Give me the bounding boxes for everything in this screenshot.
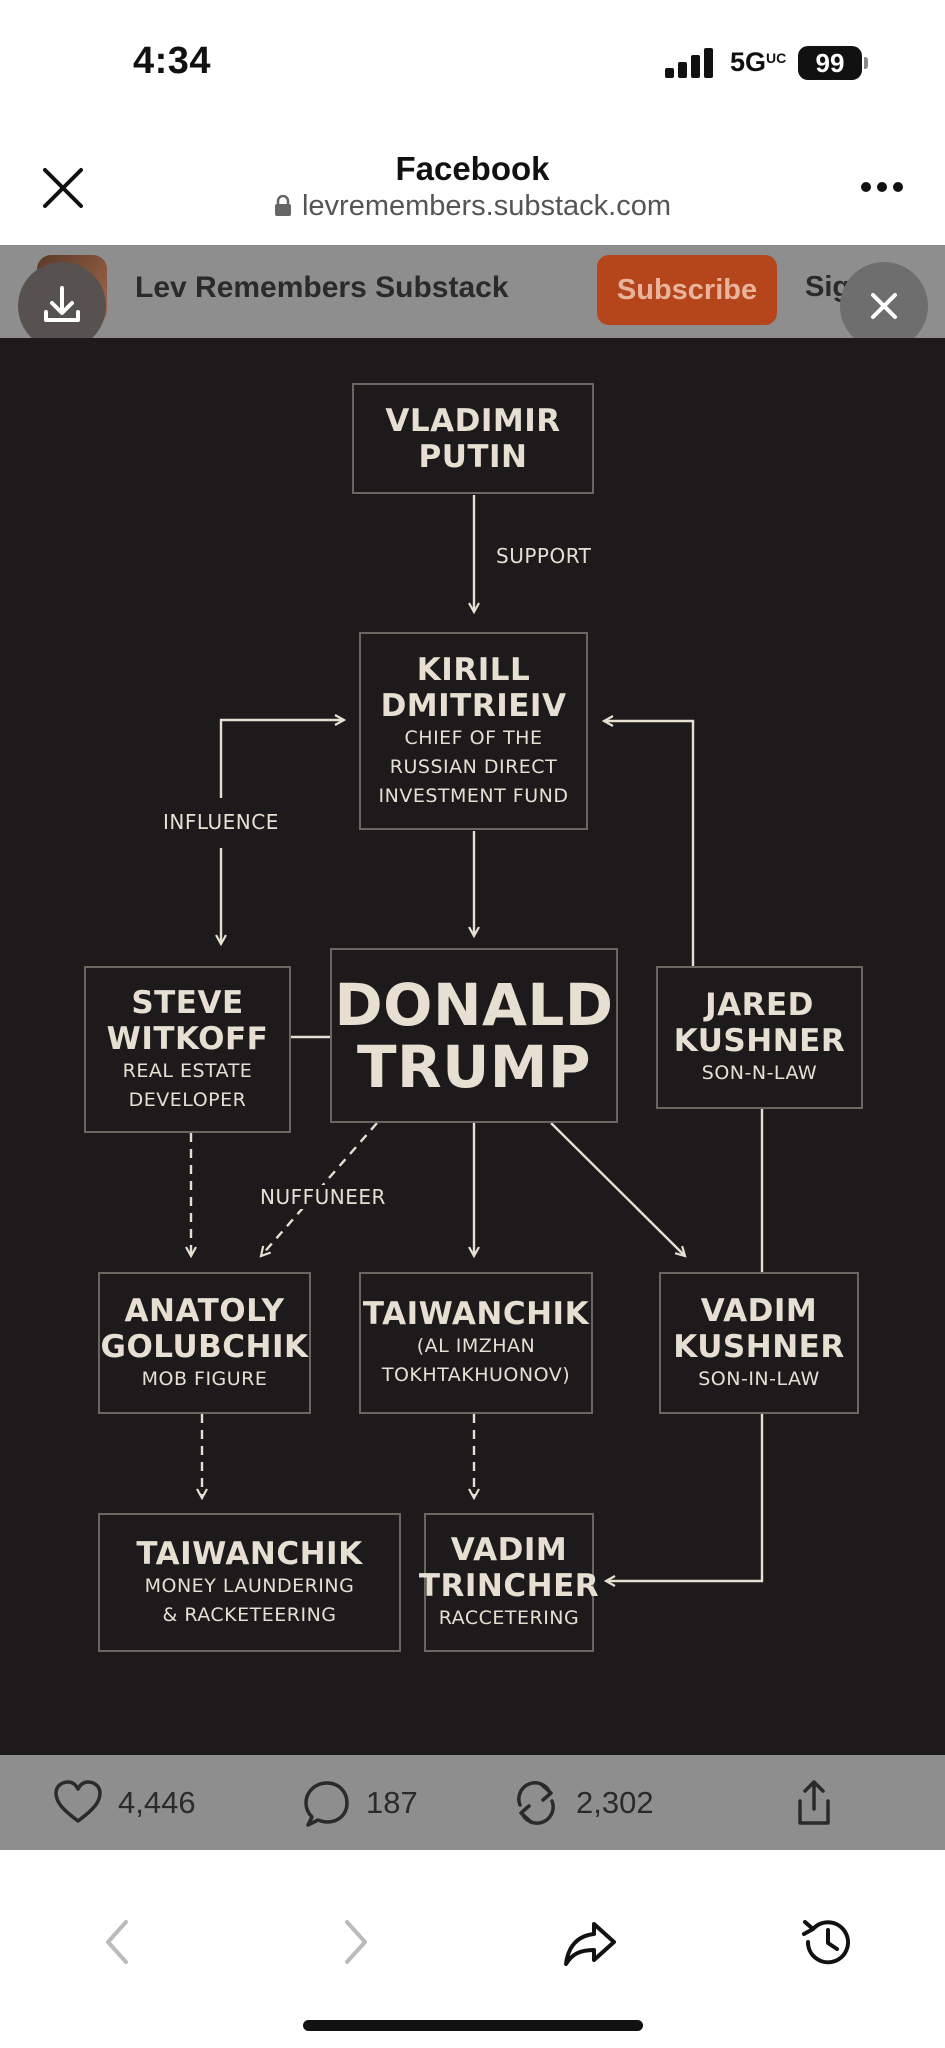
node-dmitriev: KIRILL DMITRIEIV CHIEF OF THE RUSSIAN DI… bbox=[359, 632, 588, 830]
comment-count: 187 bbox=[366, 1785, 418, 1820]
download-icon bbox=[44, 286, 80, 322]
url-bar[interactable]: levremembers.substack.com bbox=[0, 190, 945, 223]
edge-jared-dmitriev bbox=[604, 721, 695, 966]
battery-icon: 99 bbox=[798, 46, 862, 80]
node-vadim-kushner: VADIM KUSHNER SON-IN-LAW bbox=[659, 1272, 859, 1414]
node-taiwanchik: TAIWANCHIK (AL IMZHAN TOKHTAKHUONOV) bbox=[359, 1272, 593, 1414]
close-overlay-button[interactable] bbox=[840, 262, 928, 350]
like-count: 4,446 bbox=[118, 1785, 196, 1820]
close-icon[interactable] bbox=[40, 165, 86, 211]
node-golubchik: ANATOLY GOLUBCHIK MOB FIGURE bbox=[98, 1272, 311, 1414]
close-icon bbox=[871, 293, 897, 319]
share-icon bbox=[798, 1780, 830, 1825]
comment-icon bbox=[304, 1781, 349, 1827]
edge-influence-to-dmitriev bbox=[219, 720, 344, 798]
url-text: levremembers.substack.com bbox=[301, 190, 672, 222]
repost-icon bbox=[517, 1781, 555, 1825]
share-arrow-icon[interactable] bbox=[560, 1912, 620, 1972]
back-icon[interactable] bbox=[88, 1912, 148, 1972]
status-time: 4:34 bbox=[133, 40, 212, 82]
lock-icon bbox=[274, 195, 291, 216]
publication-name[interactable]: Lev Remembers Substack bbox=[135, 271, 509, 304]
forward-icon[interactable] bbox=[325, 1912, 385, 1972]
network-indicator: 5GUC bbox=[730, 47, 787, 77]
edge-label-support: SUPPORT bbox=[492, 544, 596, 568]
like-button[interactable]: 4,446 bbox=[52, 1775, 196, 1831]
browser-header: Facebook levremembers.substack.com bbox=[0, 130, 945, 245]
node-trincher: VADIM TRINCHER RACCETERING bbox=[419, 1513, 599, 1652]
diagram-edges bbox=[0, 495, 764, 1755]
node-taiwanchik-laundering: TAIWANCHIK MONEY LAUNDERING & RACKETEERI… bbox=[98, 1513, 401, 1652]
comment-button[interactable]: 187 bbox=[300, 1775, 418, 1831]
node-putin: VLADIMIR PUTIN bbox=[352, 383, 594, 494]
share-button[interactable] bbox=[788, 1775, 840, 1831]
page-title: Facebook bbox=[395, 150, 550, 187]
repost-button[interactable]: 2,302 bbox=[510, 1775, 654, 1831]
history-icon[interactable] bbox=[796, 1912, 856, 1972]
more-icon[interactable] bbox=[860, 180, 904, 194]
subscribe-button[interactable]: Subscribe bbox=[597, 255, 777, 325]
substack-bar: Lev Remembers Substack Subscribe Sig bbox=[0, 245, 945, 338]
home-indicator bbox=[303, 2020, 643, 2031]
browser-nav-bar bbox=[0, 1850, 945, 2048]
edge-label-influence: INFLUENCE bbox=[159, 810, 283, 834]
node-trump: DONALD TRUMP bbox=[330, 948, 618, 1123]
repost-count: 2,302 bbox=[576, 1785, 654, 1820]
battery-tip bbox=[864, 57, 868, 69]
engagement-bar: 4,446 187 2,302 bbox=[0, 1755, 945, 1850]
node-witkoff: STEVE WITKOFF REAL ESTATE DEVELOPER bbox=[84, 966, 291, 1133]
heart-icon bbox=[54, 1780, 102, 1823]
status-bar: 4:34 5GUC 99 bbox=[0, 0, 945, 130]
edge-trump-vadim bbox=[550, 1122, 685, 1256]
download-button[interactable] bbox=[18, 262, 106, 350]
diagram-image: SUPPORT INFLUENCE NUFFUNEER VLADIMIR PUT… bbox=[0, 338, 945, 1755]
edge-vadim-trincher bbox=[606, 1414, 764, 1581]
node-jared: JARED KUSHNER SON-N-LAW bbox=[656, 966, 863, 1109]
signal-icon bbox=[665, 48, 713, 78]
edge-label-nuffuneer: NUFFUNEER bbox=[256, 1185, 390, 1209]
